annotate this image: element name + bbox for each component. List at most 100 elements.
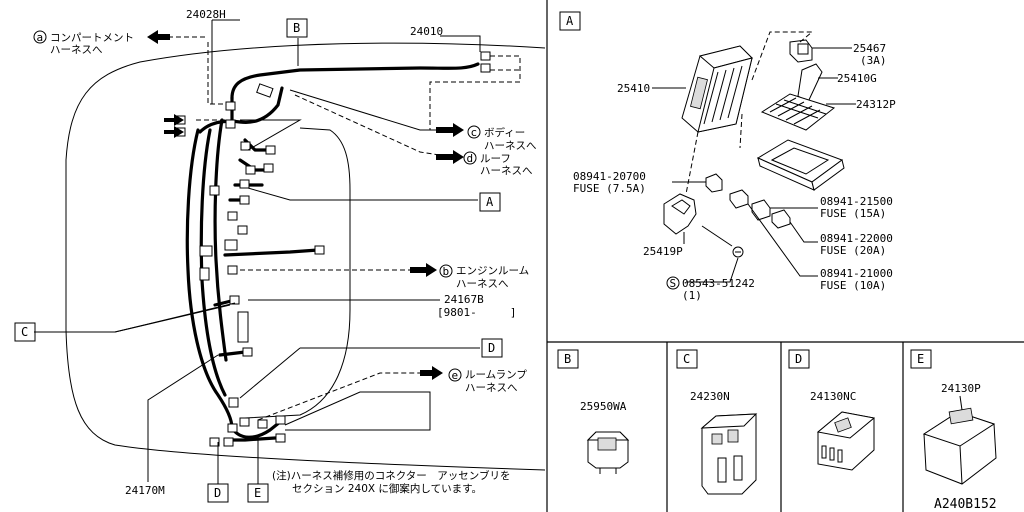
compartment-harness-label-2: ハーネスへ: [50, 44, 103, 56]
detail-a-label-frame: [559, 11, 581, 31]
ref-circle-e: [448, 368, 462, 382]
screw-mark: S: [670, 277, 677, 290]
detail-a-label: A: [566, 14, 574, 28]
screw-08543: [701, 225, 744, 258]
leader-lines: [34, 19, 481, 484]
main-harness-panel: 24028H 24010 24167B [9801- ] 24170M a コン…: [14, 8, 546, 503]
engine-room-harness-label-1: エンジンルーム: [456, 265, 529, 277]
fuse1-desc: FUSE (7.5A): [573, 182, 646, 195]
note-line-2: セクション 240X に御案内しています。: [292, 482, 482, 495]
room-lamp-harness-label-1: ルームランプ: [465, 369, 527, 381]
relay-25467: [789, 39, 813, 63]
arrow-right-icon: [436, 123, 464, 137]
fuse4-desc: FUSE (10A): [820, 279, 886, 292]
callout-25410g: 25410G: [837, 72, 877, 85]
callout-24167b-date: [9801- ]: [437, 306, 516, 319]
fuse3-desc: FUSE (20A): [820, 244, 886, 257]
relay-25950wa: [586, 431, 630, 474]
diagram-id: A240B152: [934, 497, 997, 512]
box-label-a[interactable]: A: [486, 195, 494, 209]
box-label-d-frame[interactable]: [481, 338, 503, 358]
bracket-25419p: [663, 193, 697, 235]
screw-code: 08543-51242: [682, 277, 755, 290]
ref-letter-e: e: [452, 369, 459, 382]
fuse-20a: [771, 209, 791, 229]
connector-24130nc: [816, 411, 876, 471]
callout-24010: 24010: [410, 25, 443, 38]
box-label-a-frame[interactable]: [479, 192, 501, 212]
arrow-right-icon: [420, 366, 443, 380]
direction-arrows: [147, 30, 464, 380]
detail-e-label-frame: [910, 349, 932, 369]
box-label-c-frame[interactable]: [14, 322, 36, 342]
box-label-d[interactable]: D: [488, 341, 495, 355]
box-label-b-frame[interactable]: [286, 18, 308, 38]
box-label-e[interactable]: E: [254, 486, 261, 500]
ref-letter-d: d: [467, 152, 474, 165]
engine-room-harness-label-2: ハーネスへ: [456, 278, 509, 290]
box-label-d-bottom-frame[interactable]: [207, 483, 229, 503]
detail-a-panel: A 25410 25467 (3A) 25410G: [559, 11, 896, 302]
box-label-d-bottom[interactable]: D: [214, 486, 221, 500]
detail-b-label-frame: [557, 349, 579, 369]
arrow-right-icon: [164, 126, 184, 138]
callout-25419p: 25419P: [643, 245, 683, 258]
ref-circle-b: [439, 264, 453, 278]
box-label-c[interactable]: C: [21, 325, 28, 339]
callout-25467: 25467: [853, 42, 886, 55]
connector-24230n: [700, 413, 758, 495]
detail-d-panel: D 24130NC: [788, 349, 876, 471]
ref-letter-b: b: [443, 265, 450, 278]
callout-25467-qty: (3A): [860, 54, 887, 67]
detail-c-panel: C 24230N: [676, 349, 758, 495]
callout-24028h: 24028H: [186, 8, 226, 21]
callout-25410: 25410: [617, 82, 650, 95]
detail-c-label: C: [683, 352, 690, 366]
fuse-cover-tray: [756, 139, 845, 191]
ref-circle-d: [463, 151, 477, 165]
ref-circle-a: [33, 30, 47, 44]
detail-c-label-frame: [676, 349, 698, 369]
vehicle-body-outline: [65, 42, 546, 471]
part-24230n: 24230N: [690, 390, 730, 403]
arrow-right-icon: [164, 114, 184, 126]
relay-bracket-25410g: [797, 63, 823, 103]
screw-mark-circle: [666, 276, 680, 290]
box-label-e-frame[interactable]: [247, 483, 269, 503]
compartment-harness-label-1: コンパートメント: [50, 32, 134, 44]
part-24130p: 24130P: [941, 382, 981, 395]
fuse-15a: [751, 199, 771, 221]
ref-letter-c: c: [471, 126, 478, 139]
connector-24130p: [922, 407, 997, 485]
vehicle-interior-outline: [244, 127, 351, 419]
callout-24167b: 24167B: [444, 293, 484, 306]
arrow-left-icon: [147, 30, 170, 44]
panel-dividers: [546, 0, 1024, 512]
cover-24312p: [760, 93, 836, 131]
harness-connectors: [175, 51, 491, 447]
detail-d-label-frame: [788, 349, 810, 369]
note-line-1: (注)ハーネス補修用のコネクター アッセンブリを: [272, 469, 510, 482]
detail-e-label: E: [917, 352, 924, 366]
part-25950wa: 25950WA: [580, 400, 627, 413]
arrow-right-icon: [410, 263, 437, 277]
dashed-routing: [168, 36, 521, 421]
arrow-right-icon: [436, 150, 464, 164]
room-lamp-harness-label-2: ハーネスへ: [465, 382, 518, 394]
detail-d-label: D: [795, 352, 802, 366]
roof-harness-label-2: ハーネスへ: [480, 165, 533, 177]
ref-circle-c: [467, 125, 481, 139]
box-label-b[interactable]: B: [293, 21, 300, 35]
fuse-10a: [729, 189, 749, 209]
fuse2-code: 08941-21500: [820, 195, 893, 208]
fuse-block-25410: [681, 45, 753, 133]
detail-e-panel: E 24130P: [910, 349, 997, 485]
fuse1-code: 08941-20700: [573, 170, 646, 183]
callout-24170m: 24170M: [125, 484, 165, 497]
body-harness-label-1: ボディー: [484, 126, 525, 139]
part-24130nc: 24130NC: [810, 390, 856, 403]
body-harness-label-2: ハーネスへ: [484, 140, 537, 152]
detail-b-panel: B 25950WA: [557, 349, 630, 474]
fuse4-code: 08941-21000: [820, 267, 893, 280]
